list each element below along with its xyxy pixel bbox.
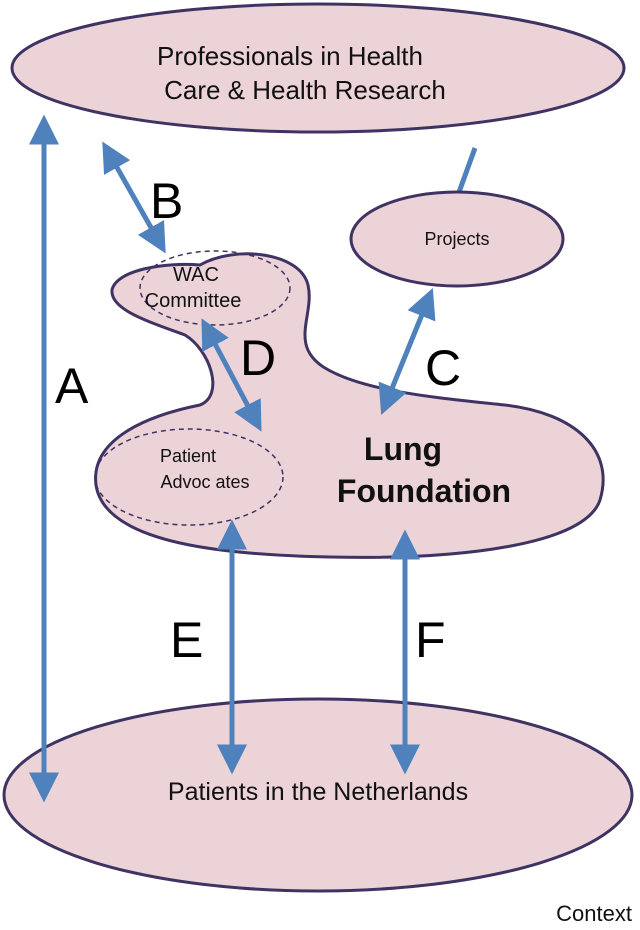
edge-label-c: C: [425, 340, 461, 396]
patient-advocates-label-line2: Advoc ates: [160, 472, 249, 492]
professionals-node: [10, 2, 626, 134]
arrow-d: [201, 318, 262, 432]
projects-label: Projects: [424, 229, 489, 249]
professionals-label-line1: Professionals in Health: [157, 41, 423, 71]
edge-label-e: E: [170, 612, 203, 668]
edge-label-f: F: [415, 612, 446, 668]
projects-node: [349, 190, 565, 288]
edge-label-a: A: [55, 358, 89, 414]
professionals-projects-connector: [455, 147, 478, 196]
patient-advocates-label-line1: Patient: [160, 446, 216, 466]
lung-foundation-label-line2: Foundation: [337, 473, 511, 509]
wac-committee-label-line2: Committee: [145, 290, 242, 312]
context-label: Context: [556, 901, 632, 926]
edge-label-b: B: [150, 173, 183, 229]
patients-node: [2, 697, 634, 893]
wac-committee-label-line1: WAC: [173, 264, 219, 286]
patients-label: Patients in the Netherlands: [168, 778, 468, 806]
lung-foundation-label-line1: Lung: [364, 431, 442, 467]
edge-label-d: D: [240, 330, 276, 386]
arrow-b: [102, 141, 166, 254]
arrow-c: [378, 288, 436, 415]
patient-advocates-node: [94, 428, 284, 526]
professionals-label-line2: Care & Health Research: [164, 75, 446, 105]
